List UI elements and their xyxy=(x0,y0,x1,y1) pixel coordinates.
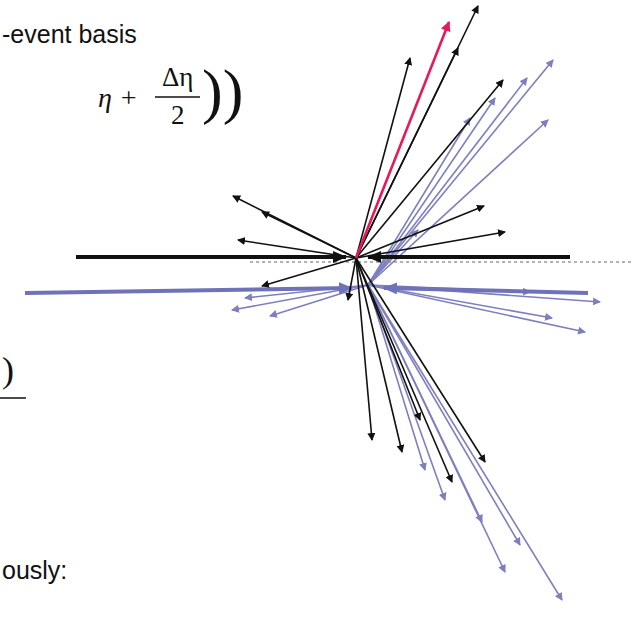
fraction-bar xyxy=(155,96,200,98)
formula-denominator: 2 xyxy=(171,102,185,129)
formula-text: η + xyxy=(98,84,138,112)
black-beam xyxy=(76,255,346,259)
beam-axis xyxy=(250,261,634,263)
black-tracks xyxy=(233,6,505,482)
black-beam xyxy=(368,255,570,259)
fraction-bar xyxy=(0,397,26,399)
slide-text: ously: xyxy=(2,558,67,583)
blue-beam xyxy=(384,288,588,293)
blue-beam xyxy=(25,288,352,293)
blue-tracks xyxy=(232,60,600,600)
leading-track xyxy=(356,22,449,258)
formula-parens: )) xyxy=(202,60,243,122)
slide-text: -event basis xyxy=(2,22,137,47)
formula-numerator: Δη xyxy=(162,64,193,91)
formula-paren: ) xyxy=(2,352,14,388)
